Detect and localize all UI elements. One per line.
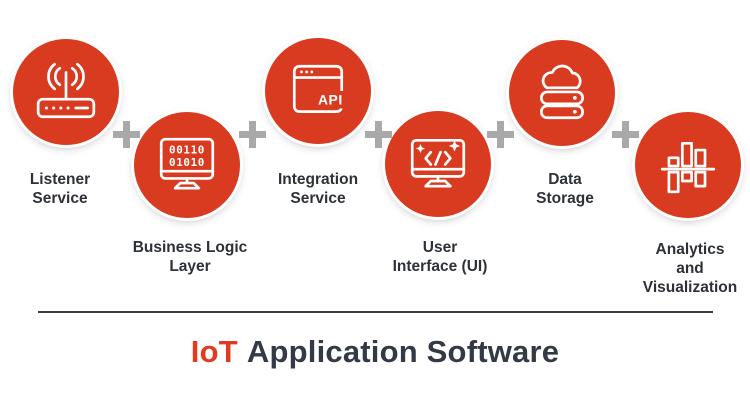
binary-row-2: 01010 [169,156,205,169]
title-rest: Application Software [246,334,560,369]
node-analytics-visualization [635,112,741,218]
label-analytics-visualization: Analytics and Visualization [642,241,738,296]
plus-separator-1 [113,121,140,148]
label-listener-service: Listener Service [29,171,91,207]
binary-row-1: 00110 [169,144,205,157]
bar-chart-icon [660,142,716,194]
api-label: API [318,91,343,107]
label-integration-service: Integration Service [277,171,359,207]
plus-separator-3 [365,121,392,148]
label-user-interface: User Interface (UI) [392,239,488,275]
node-business-logic-layer: 00110 01010 [134,112,240,218]
label-business-logic-layer: Business Logic Layer [132,239,248,275]
api-browser-icon: API [292,64,345,113]
node-user-interface [385,111,491,217]
node-data-storage [509,40,615,146]
node-integration-service: API [265,38,371,144]
router-antenna-icon [36,62,96,119]
plus-separator-4 [487,121,514,148]
title-highlight: IoT [190,334,238,369]
divider-line [38,311,713,313]
node-listener-service [13,39,119,145]
label-data-storage: Data Storage [536,171,594,207]
plus-separator-2 [239,121,266,148]
cloud-database-icon [540,64,584,120]
code-monitor-icon [410,138,466,188]
binary-monitor-icon: 00110 01010 [159,137,215,190]
plus-separator-5 [612,121,639,148]
